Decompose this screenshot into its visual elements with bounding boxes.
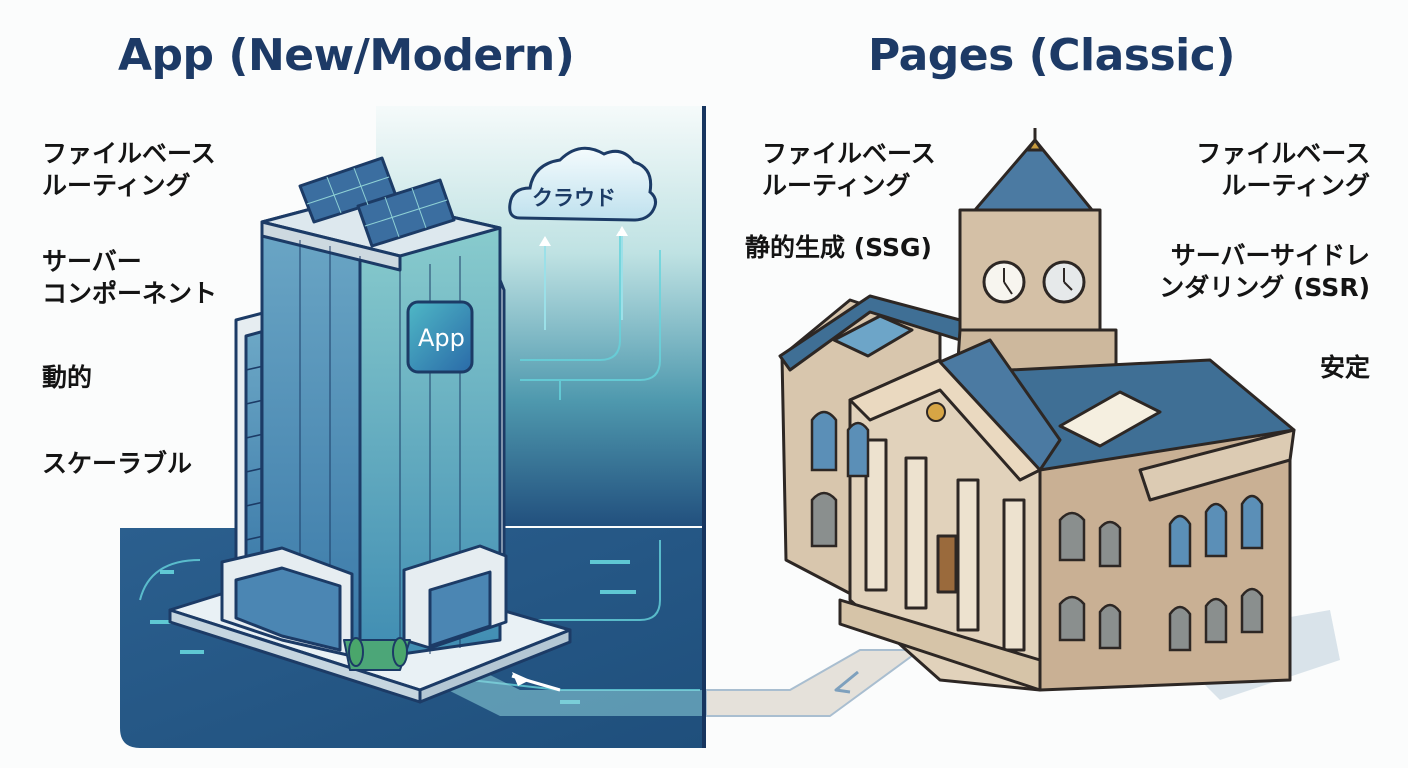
feature-scalable: スケーラブル — [42, 449, 193, 478]
feature-file-based-routing-pages-right: ファイルベース ルーティング — [1196, 139, 1370, 200]
cloud-label: クラウド — [532, 186, 616, 210]
pages-router-title: Pages (Classic) — [868, 30, 1235, 81]
feature-ssr: サーバーサイドレ ンダリング (SSR) — [1159, 241, 1370, 302]
app-badge-label: App — [418, 324, 465, 352]
feature-dynamic: 動的 — [42, 363, 93, 392]
solar-panel-grid — [306, 167, 448, 238]
feature-file-based-routing-pages-left: ファイルベース ルーティング — [762, 139, 936, 200]
feature-server-components: サーバー コンポーネント — [42, 247, 218, 308]
app-badge-icon — [406, 300, 474, 374]
feature-stable: 安定 — [1319, 353, 1370, 382]
app-router-title: App (New/Modern) — [118, 30, 575, 81]
classic-windows — [810, 410, 1264, 652]
cloud-icon — [508, 146, 657, 330]
feature-ssg: 静的生成 (SSG) — [745, 233, 932, 262]
feature-file-based-routing-app: ファイルベース ルーティング — [42, 139, 216, 200]
panel-divider — [702, 106, 706, 748]
